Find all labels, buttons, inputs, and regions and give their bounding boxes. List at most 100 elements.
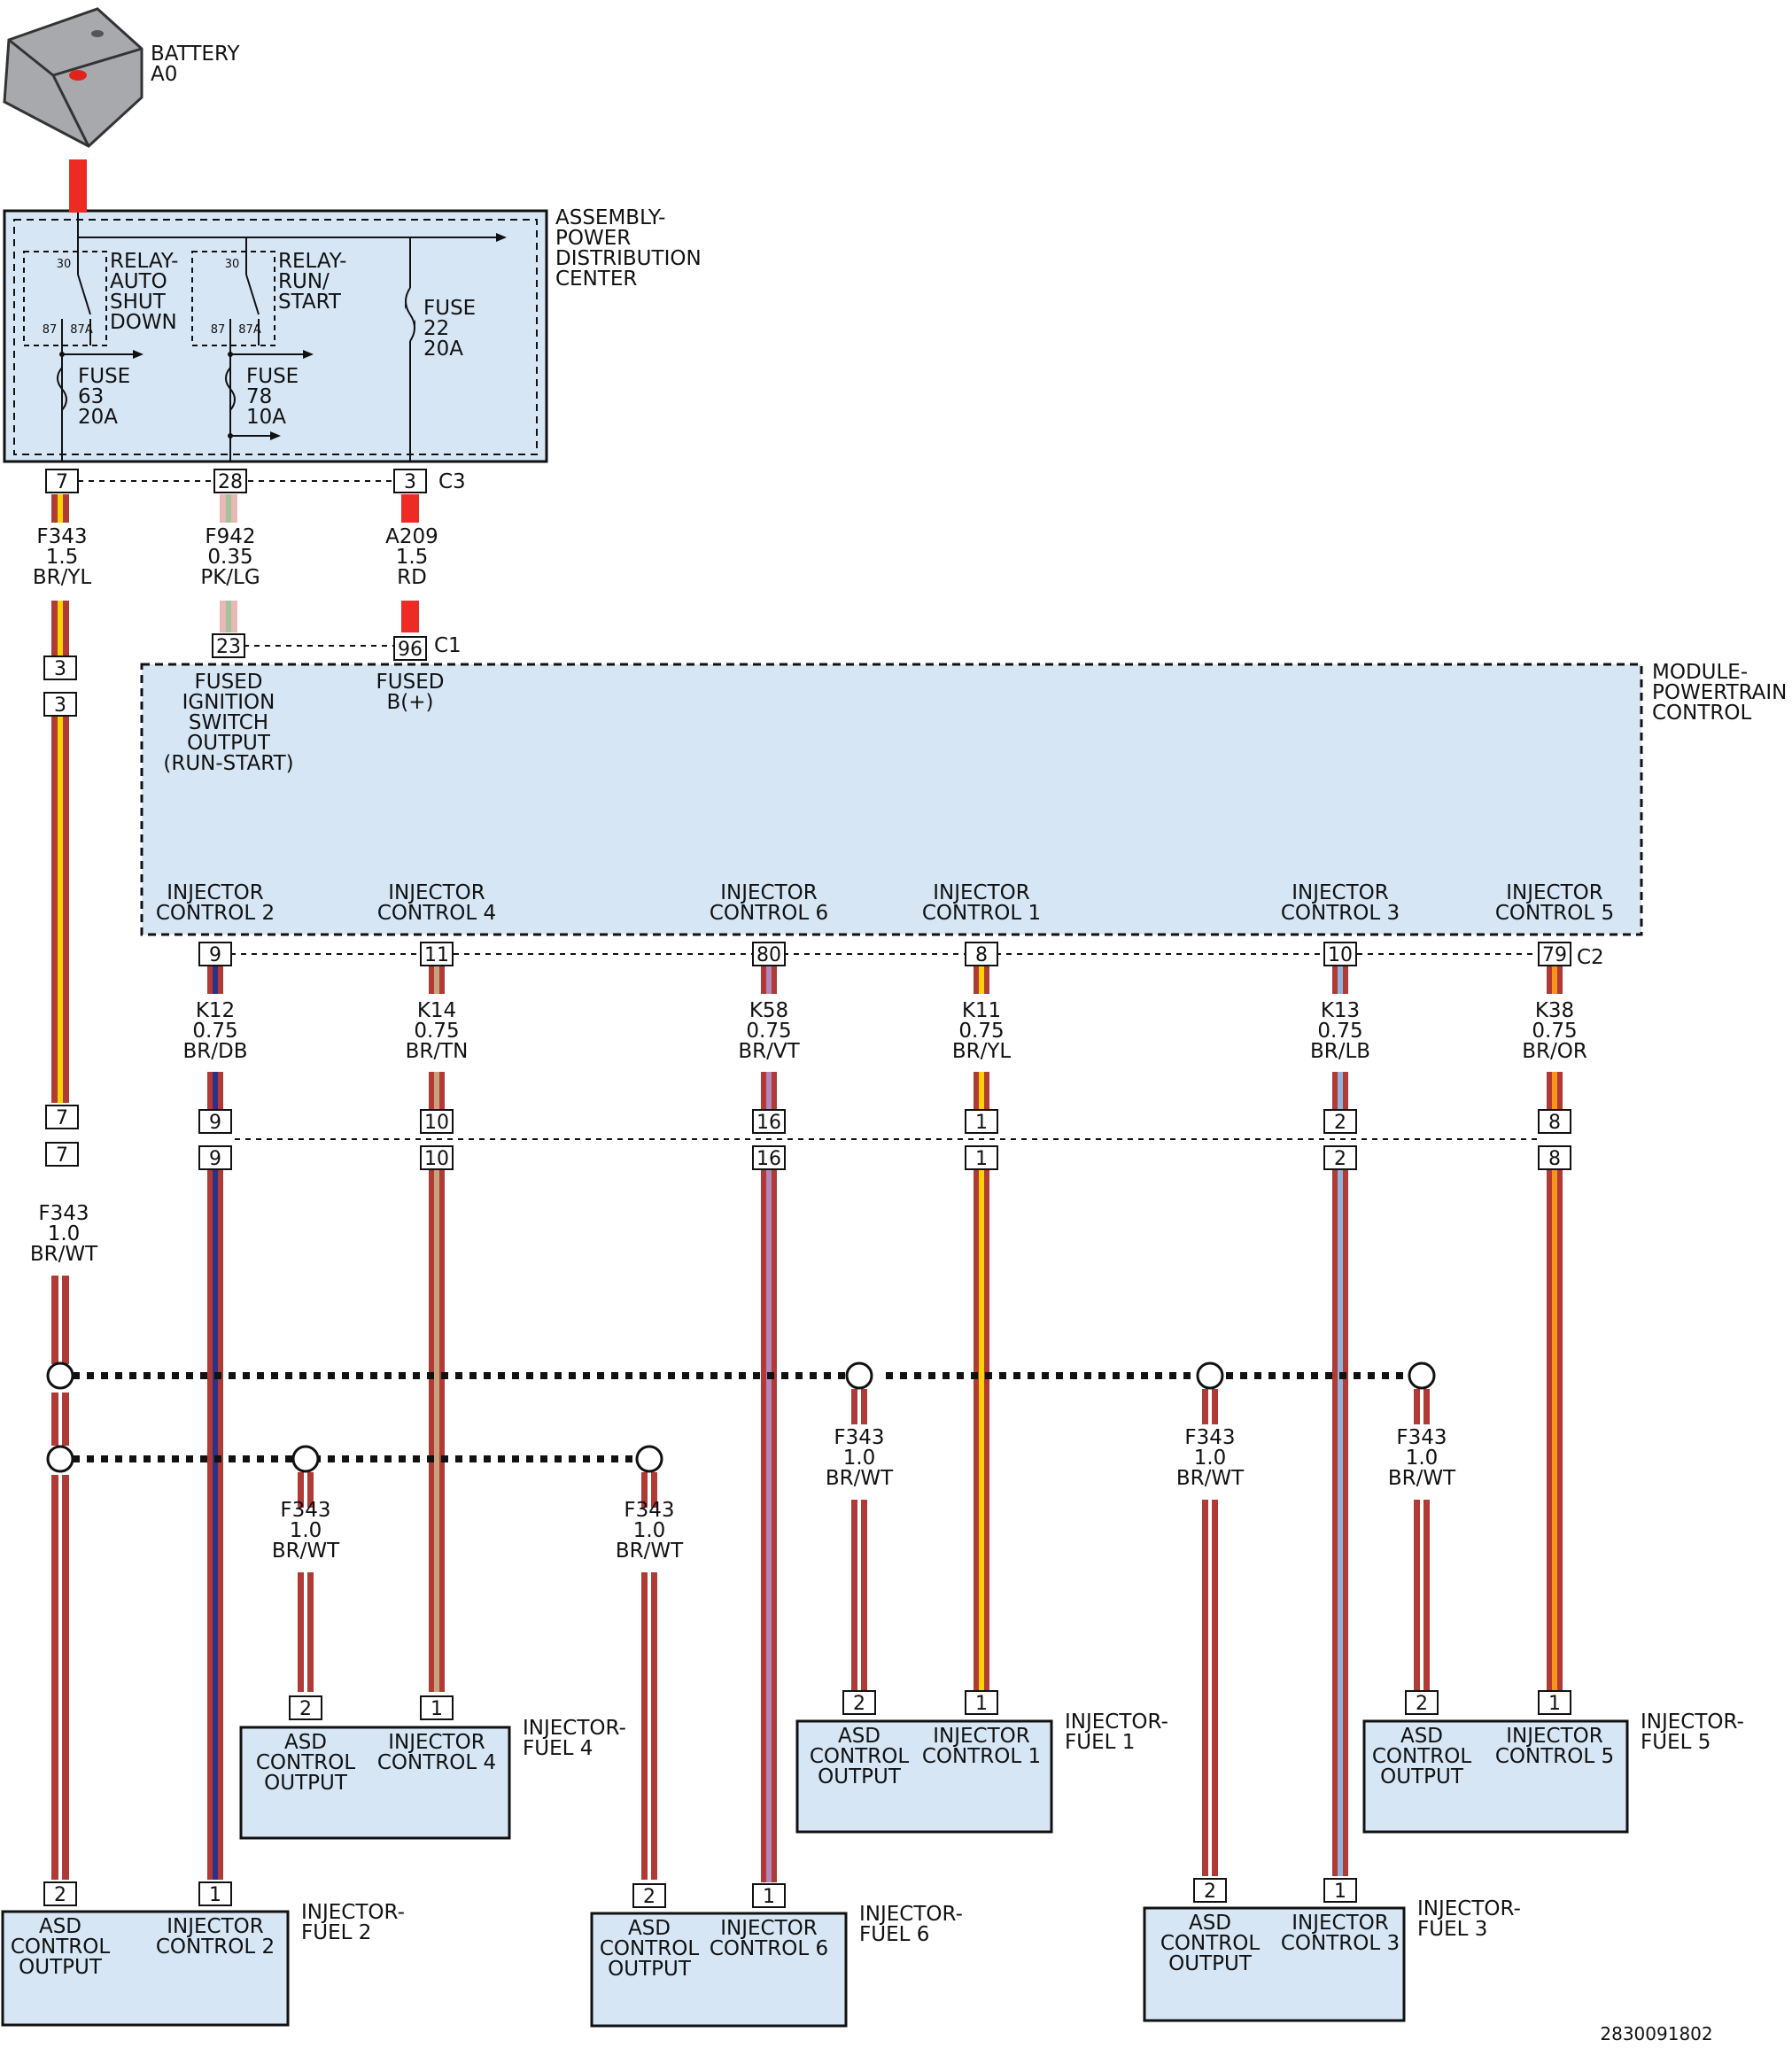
injector-asd-label-line: CONTROL [11,1936,111,1959]
wire-k11-stripe [979,966,984,994]
fuse-63-label-line: 63 [78,385,104,408]
wire-k11-label-line: K11 [962,999,1001,1022]
connector-pin-box [198,1145,232,1170]
battery-name-line: BATTERY [151,43,240,66]
wire-f343-branch-label-line: 1.0 [633,1519,666,1542]
injector-name-label: INJECTOR-FUEL 6 [859,1903,963,1946]
wire-k13-stripe [1338,1169,1343,1876]
relay-run-label-line: START [278,291,342,314]
connector-pin-box [1323,1109,1357,1134]
fuse-63-symbol [57,367,67,411]
wire-k13-label-line: BR/LB [1310,1040,1370,1063]
connector-pin-number: 10 [424,1112,449,1134]
connector-pin-box [393,469,427,493]
pcm-fused-ignition-label-line: OUTPUT [187,732,271,755]
pcm-injector-control-label-line: INJECTOR [720,881,818,904]
wire-a209-rd [401,601,419,632]
injector-box [239,1726,511,1840]
relay-run-pin30: 30 [225,258,240,271]
injector-name-label-line: INJECTOR- [301,1901,405,1924]
connector-pin-number: 8 [975,944,988,966]
pcm-injector-control-label-line: CONTROL 1 [922,902,1041,925]
wire-k12-label-line: K12 [196,999,235,1022]
wire-k14-stripe [434,1169,439,1692]
relay-run-pin87: 87 [211,323,226,337]
connector-pin-box [393,636,427,661]
injector-asd-label-line: ASD [838,1725,880,1748]
pcm-injector-control-label-line: INJECTOR [167,881,264,904]
wire-f343-branch-label-line: 1.0 [843,1447,876,1470]
connector-pin-number: 1 [763,1886,775,1908]
junction-dot [59,352,65,357]
injector-control-label-line: CONTROL 3 [1281,1932,1400,1955]
injector-asd-label-line: CONTROL [600,1937,700,1960]
wire-f343-br-yl-stripe [58,494,63,523]
connector-pin-box [289,1695,322,1720]
connector-pin-number: 79 [1542,944,1567,966]
injector-asd-label-line: OUTPUT [19,1956,103,1979]
connector-pin-box [45,469,79,493]
splice-node [635,1445,663,1473]
battery-negative-terminal [91,30,104,37]
wire-k38-stripe [1552,1169,1557,1692]
relay-asd-label-line: AUTO [110,270,167,293]
injector-control-label-line: CONTROL 5 [1495,1745,1614,1768]
wire-k38-label-line: K38 [1535,999,1574,1022]
wire-k58-stripe [766,1072,772,1109]
pdc-label-line: CENTER [555,268,637,291]
relay-asd-pin30-line: 30 [57,258,72,271]
connector-pin-number: 1 [431,1698,443,1720]
battery-code-line: A0 [151,63,177,86]
injector-name-label-line: INJECTOR- [1065,1711,1168,1734]
injector-box [1143,1906,1406,2022]
battery-code: A0 [151,63,177,86]
relay-asd-outline [23,251,107,346]
pcm-fused-ignition-label-line: IGNITION [182,691,275,714]
wire-k12-stripe [213,1072,218,1109]
wire-f343-branch-label-line: BR/WT [616,1540,684,1563]
connector-pin-box [1193,1878,1227,1903]
connector-pin-box [965,942,998,966]
wire-k12-label-line: 0.75 [192,1020,237,1043]
injector-name-label: INJECTOR-FUEL 5 [1641,1711,1744,1754]
wire-k13-stripe [1338,966,1343,994]
wire-a209-rd [401,494,419,523]
splice-node [46,1445,74,1473]
junction-dot [228,433,233,438]
wire-f343-branch-stripe [648,1572,651,1880]
relay-asd-label-line: DOWN [110,311,177,334]
battery-cable [69,159,87,213]
connector-pin-number: 7 [56,1144,68,1167]
battery-positive-terminal [69,70,87,81]
injector-asd-label-line: OUTPUT [264,1772,348,1795]
pcm-fused-bplus-label-line: B(+) [387,691,434,714]
fuse-22-label-line: 20A [423,337,463,361]
connector-pin-box [1323,942,1357,966]
relay-run-pin30-line: 30 [225,258,240,271]
connector-pin-number: 2 [1204,1881,1216,1903]
connector-pin-box [420,1109,454,1134]
injector-name-label-line: FUEL 2 [301,1921,371,1944]
wire-k14-label-line: K14 [417,999,456,1022]
pcm-label-line: POWERTRAIN [1652,681,1787,704]
pcm-label-line: MODULE- [1652,661,1748,684]
relay-asd-pin87: 87 [43,323,58,337]
wire-k11-label-line: 0.75 [958,1020,1004,1043]
fuse-78-symbol [225,367,236,411]
